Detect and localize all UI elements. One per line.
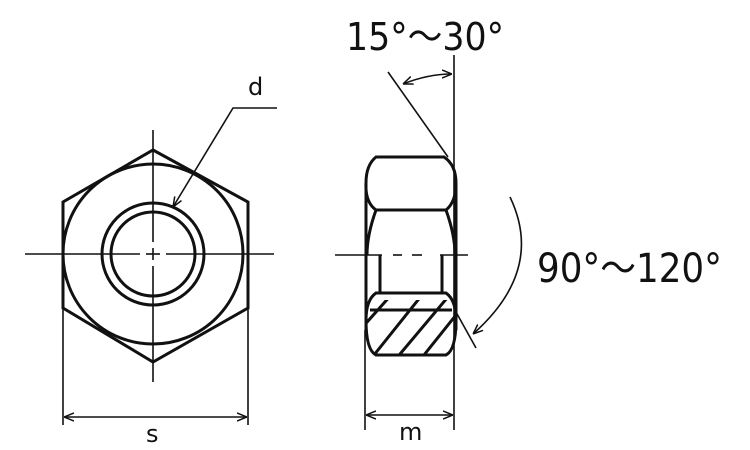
label-countersink-angle: 90°〜120° — [537, 246, 722, 292]
section-outline — [364, 291, 458, 357]
center-lines — [25, 130, 274, 382]
d-leader — [173, 107, 277, 207]
label-chamfer-angle: 15°〜30° — [346, 15, 504, 59]
nut-body — [364, 183, 458, 330]
label-m: m — [399, 418, 422, 446]
countersink-angle-line — [455, 311, 477, 349]
s-dimension — [62, 308, 249, 425]
chamfer-angle-line — [387, 71, 449, 158]
chamfer-angle-arc — [403, 74, 452, 84]
hexagon-outline — [61, 148, 250, 364]
front-view: d s — [25, 73, 277, 448]
countersink-angle-arc — [473, 196, 523, 334]
section-hatching — [365, 300, 457, 355]
label-s: s — [146, 420, 159, 448]
upper-chamfer-face — [364, 155, 458, 212]
label-d: d — [248, 73, 263, 101]
side-view: 15°〜30° 90°〜120° m — [335, 15, 722, 446]
